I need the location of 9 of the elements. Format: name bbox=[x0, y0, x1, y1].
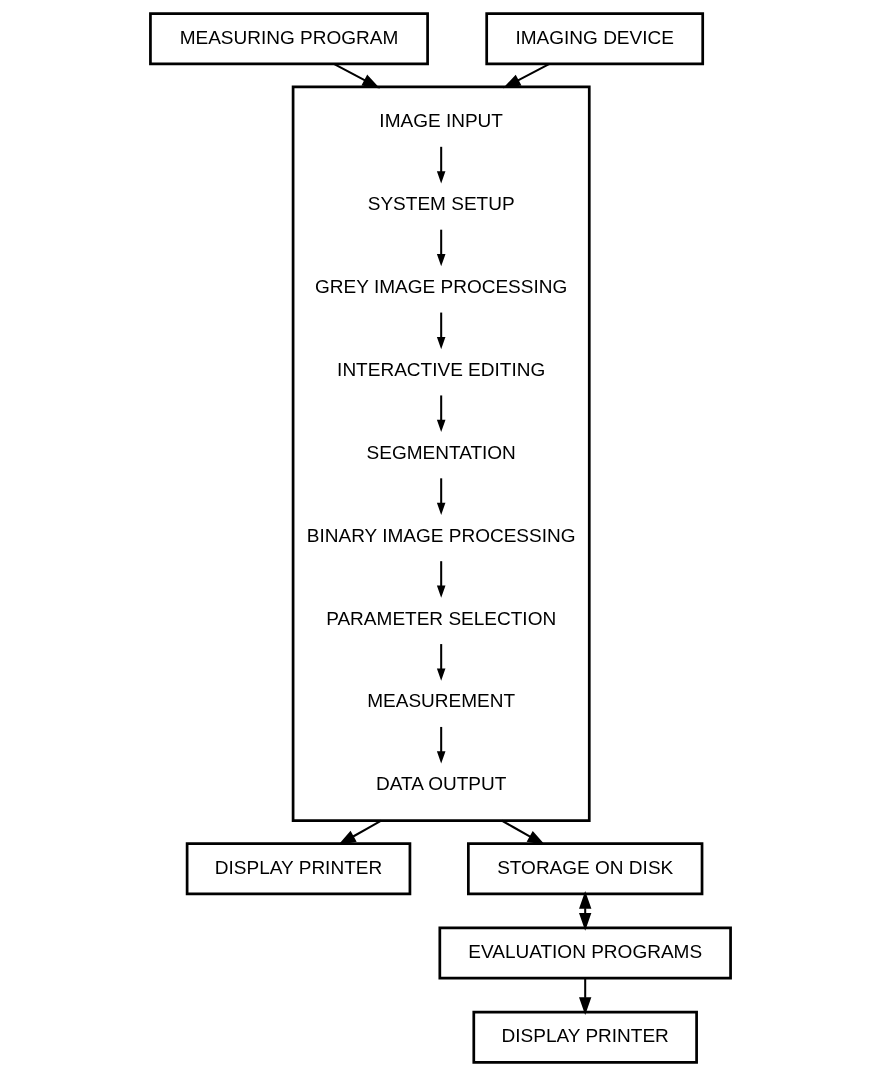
node-text: MEASUREMENT bbox=[367, 690, 516, 712]
node-text: DATA OUTPUT bbox=[376, 773, 507, 795]
node-text: PARAMETER SELECTION bbox=[326, 607, 557, 629]
node-text: INTERACTIVE EDITING bbox=[337, 358, 546, 380]
node-text: IMAGE INPUT bbox=[379, 110, 503, 132]
node-text: SEGMENTATION bbox=[366, 441, 516, 463]
node-text: SYSTEM SETUP bbox=[367, 193, 515, 215]
node-text: GREY IMAGE PROCESSING bbox=[315, 276, 568, 298]
node-text: BINARY IMAGE PROCESSING bbox=[306, 524, 576, 546]
